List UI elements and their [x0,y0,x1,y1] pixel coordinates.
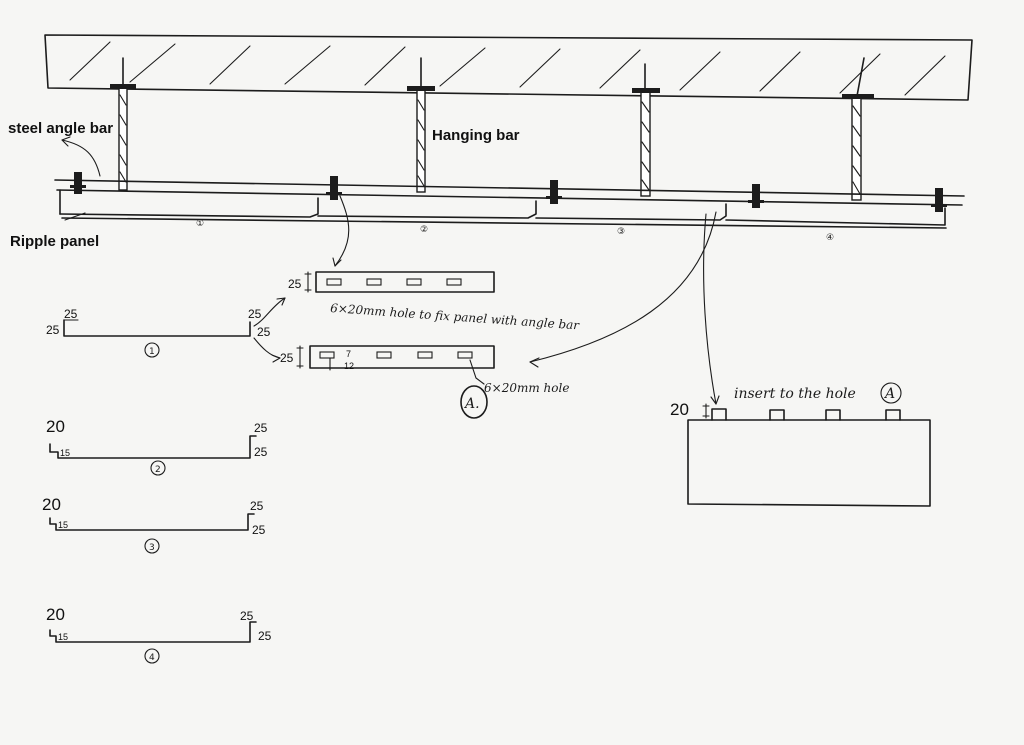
svg-text:②: ② [420,225,428,235]
hole-a-leader [469,359,485,385]
svg-text:20: 20 [46,417,65,436]
strip-height-label: 25 [288,277,302,291]
concrete-slab [44,34,973,101]
svg-text:④: ④ [826,233,834,243]
angle-bar-assembly: ① ② ③ ④ [54,172,965,243]
svg-text:①: ① [196,219,204,229]
svg-text:③: ③ [617,227,625,237]
svg-text:4: 4 [149,653,155,663]
panel-profile-1: 25 25 25 25 1 [46,297,286,363]
slot-pitch-label: 12 [344,361,354,371]
marker-a-circle [460,385,488,419]
hanging-bar-4 [842,57,874,201]
hanging-bar-2 [407,57,435,193]
svg-text:25: 25 [46,323,60,337]
assembly-to-tab-leader [703,213,717,405]
hole-note-main: 6×20mm hole to fix panel with angle bar [330,301,581,332]
svg-text:15: 15 [58,520,68,530]
ripple-panel-label: Ripple panel [10,233,99,250]
panel-profile-4: 20 15 25 25 4 [46,605,272,664]
svg-text:25: 25 [252,523,266,537]
svg-text:1: 1 [149,347,155,357]
marker-a: A. [463,396,480,412]
svg-text:25: 25 [257,325,271,339]
hanging-bar-label: Hanging bar [432,127,520,144]
hanging-bar-3 [632,63,660,197]
tab-detail: insert to the hole A 20 [670,213,931,507]
hanging-bars [110,57,874,201]
svg-text:20: 20 [42,495,61,514]
svg-text:15: 15 [60,448,70,458]
svg-text:2: 2 [155,465,161,475]
svg-text:15: 15 [58,632,68,642]
svg-text:3: 3 [149,543,155,553]
steel-angle-bar-leader [61,139,101,177]
hanging-bar-1 [110,57,136,191]
insert-marker-circle [880,382,902,404]
steel-angle-bar-label: steel angle bar [8,120,113,137]
svg-text:25: 25 [254,445,268,459]
panel-profile-3: 20 15 25 25 3 [42,495,266,554]
assembly-to-strip-leader [529,211,717,363]
slot-offset-label: 7 [346,349,351,359]
svg-text:25: 25 [250,499,264,513]
strip-height-label-2: 25 [280,351,294,365]
svg-text:25: 25 [248,307,262,321]
svg-text:25: 25 [254,421,268,435]
ripple-panel-leader [64,212,86,221]
insert-marker: A [883,386,895,402]
svg-text:25: 25 [258,629,272,643]
panel-profile-2: 20 15 25 25 2 [46,417,268,476]
svg-text:25: 25 [64,307,78,321]
tab-height-label: 20 [670,400,689,419]
angle-bar-strip-bottom: 25 7 12 6×20mm hole A. [280,345,569,419]
svg-text:20: 20 [46,605,65,624]
hole-note-a: 6×20mm hole [484,381,569,395]
strip-leader [334,195,350,267]
svg-text:25: 25 [240,609,254,623]
insert-note: insert to the hole [734,386,856,402]
